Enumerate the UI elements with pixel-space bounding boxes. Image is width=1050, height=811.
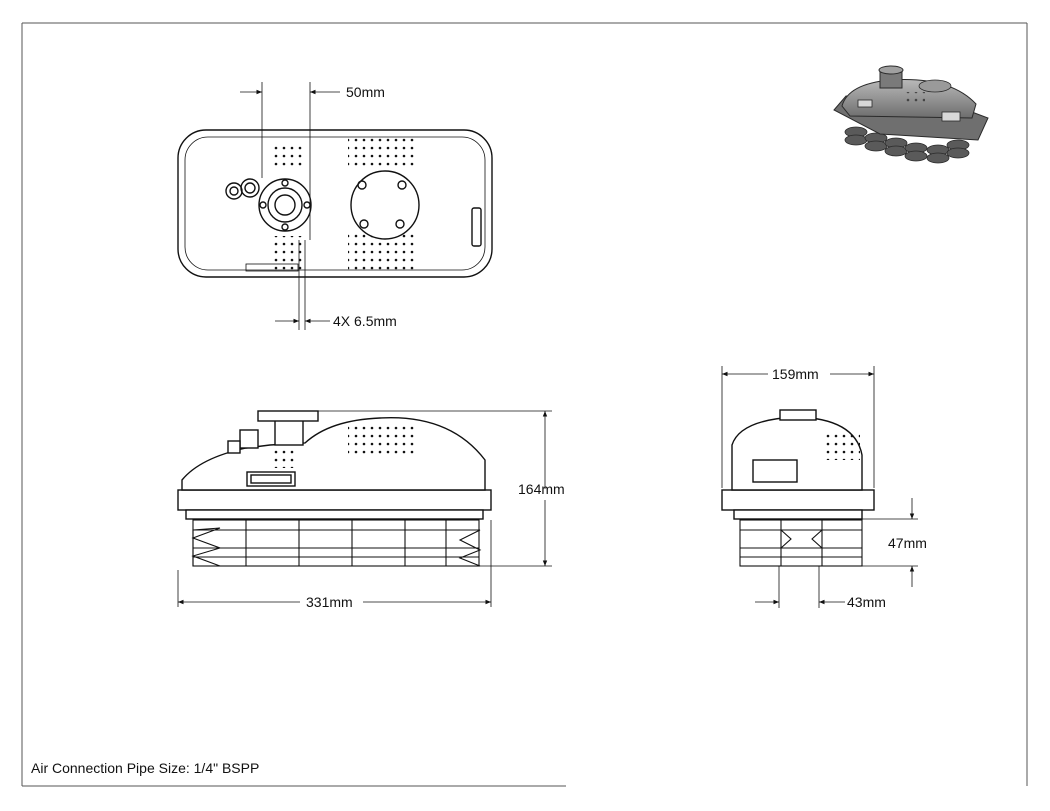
isometric-render	[833, 65, 989, 164]
air-connection-note: Air Connection Pipe Size: 1/4" BSPP	[31, 760, 260, 776]
flange-port	[350, 170, 420, 240]
front-vent-grid-small	[272, 448, 298, 468]
render-suction-cups	[844, 126, 970, 164]
front-view	[177, 410, 492, 567]
drawing-frame	[21, 22, 1028, 787]
dim-holes: 4X 6.5mm	[333, 313, 397, 329]
side-suction-cups	[739, 519, 863, 567]
vent-grid-left-top	[274, 145, 304, 169]
air-fitting	[225, 178, 260, 200]
dim-flange-offset: 50mm	[346, 84, 385, 100]
dim-width: 159mm	[772, 366, 819, 382]
dim-height: 164mm	[518, 481, 565, 497]
front-suction-cups	[191, 519, 482, 567]
front-vent-grid	[348, 422, 414, 456]
top-view	[177, 129, 493, 278]
side-view-dimensions	[721, 366, 918, 608]
dim-length: 331mm	[306, 594, 353, 610]
top-view-dimensions	[240, 82, 340, 330]
side-vent-grid	[826, 430, 860, 460]
side-view	[721, 409, 875, 567]
dim-cup-pitch: 43mm	[847, 594, 886, 610]
vent-grid-left-bottom	[274, 236, 304, 272]
vent-grid-right-bottom	[348, 234, 418, 270]
vent-grid-right-top	[348, 138, 418, 168]
dim-cup-height: 47mm	[888, 535, 927, 551]
front-view-dimensions	[177, 410, 552, 607]
air-connection-flange	[258, 178, 312, 232]
